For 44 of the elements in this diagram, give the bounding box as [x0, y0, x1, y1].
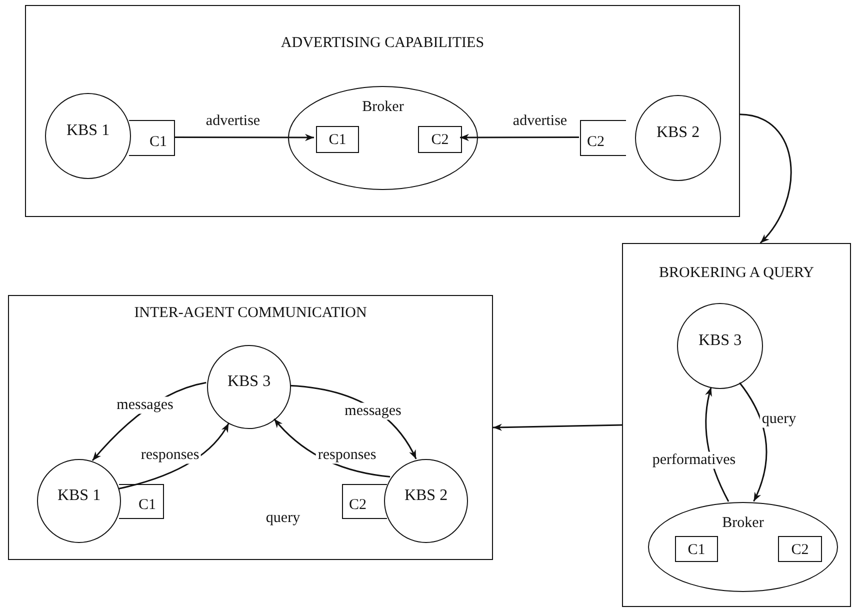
agent-label: KBS 3: [226, 372, 272, 390]
capability-label: C2: [587, 134, 605, 150]
arrow: [492, 424, 622, 431]
broker-ellipse: [288, 86, 478, 190]
capability-box: [119, 484, 164, 519]
broker-ellipse: [648, 502, 838, 592]
arrow: [174, 134, 314, 142]
panel-title: INTER-AGENT COMMUNICATION: [133, 305, 368, 322]
capability-box: [675, 536, 718, 562]
capability-label: C1: [138, 497, 156, 514]
agent-circle: [45, 93, 131, 179]
broker-label: Broker: [361, 99, 405, 116]
capability-label: C2: [349, 497, 367, 514]
capability-box: [316, 126, 359, 153]
capability-box: [129, 120, 175, 156]
agent-label: KBS 2: [655, 124, 701, 142]
broker-label: Broker: [721, 515, 765, 532]
agent-circle: [37, 459, 121, 543]
panel-title: BROKERING A QUERY: [658, 265, 816, 282]
edge-label: messages: [114, 396, 176, 414]
arrow: [740, 114, 792, 244]
agent-circle: [635, 95, 721, 181]
agent-label: KBS 3: [697, 332, 743, 350]
edge-label: messages: [342, 402, 404, 420]
agent-circle: [384, 459, 468, 543]
capability-label: C2: [430, 132, 450, 148]
agent-circle: [677, 303, 763, 389]
capability-box: [342, 484, 387, 519]
capability-label: C1: [149, 134, 167, 150]
capability-box: [418, 126, 462, 153]
capability-box: [778, 536, 822, 562]
capability-label: C1: [328, 132, 348, 148]
capability-label: C1: [686, 542, 706, 558]
capability-box: [580, 120, 626, 156]
arrow: [460, 134, 579, 142]
agent-label: KBS 1: [56, 486, 102, 504]
agent-label: KBS 2: [403, 486, 449, 504]
edge-label: performatives: [650, 452, 738, 468]
arrow: [118, 422, 230, 490]
agent-label: KBS 1: [65, 122, 111, 140]
panel-title: ADVERTISING CAPABILITIES: [280, 35, 486, 52]
capability-label: C2: [790, 542, 810, 558]
arrow: [739, 382, 768, 502]
agent-circle: [207, 345, 291, 429]
